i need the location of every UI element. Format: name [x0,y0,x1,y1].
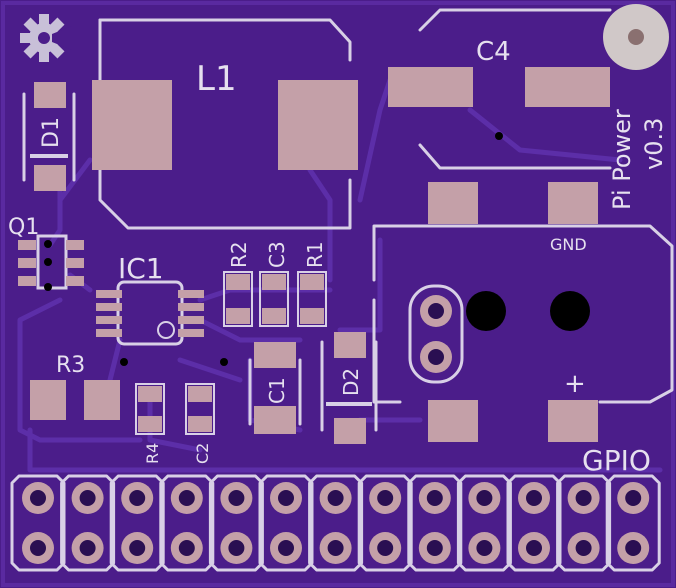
gpio-pin-hole [426,540,443,556]
gpio-pin-hole [129,490,146,506]
ic1-label: IC1 [118,252,164,285]
drill-hole [466,291,506,331]
d1-pad-bottom [34,165,66,191]
r3-pad-right [84,380,120,420]
drill-hole [550,291,590,331]
gpio-pin-hole [79,540,96,556]
c4-label: C4 [476,37,511,67]
gpio-pin-hole [625,540,642,556]
capacitor-c2: C2 [185,383,215,464]
power-connector: GND + [372,182,674,442]
c2-label: C2 [193,443,212,464]
gear-icon [20,14,72,62]
c3-label: C3 [265,241,289,268]
gpio-pin-hole [129,540,146,556]
capacitor-c3: C3 [259,241,289,327]
gpio-pin-hole [377,490,394,506]
capacitor-c1: C1 [248,342,302,434]
gnd-pad-left [428,182,478,224]
diode-d2: D2 [320,332,378,444]
r1-label: R1 [303,241,327,268]
gpio-pin-hole [327,540,344,556]
r4-label: R4 [143,443,162,464]
q1-label: Q1 [8,215,39,240]
resistor-r1: R1 [297,241,327,327]
gpio-outline [10,474,661,572]
gpio-pin-hole [476,490,493,506]
r3-pad-left [30,380,66,420]
gpio-pin-hole [575,490,592,506]
gpio-pin-hole [575,540,592,556]
plus-pad-right [548,400,598,442]
c1-label: C1 [265,377,289,404]
gpio-pin-hole [526,540,542,556]
gpio-pin-hole [476,540,493,556]
resistor-r3: R3 [30,353,120,420]
resistor-r4: R4 [135,383,165,464]
title-line2: v0.3 [640,118,668,170]
transistor-q1: Q1 [8,215,84,291]
gpio-pin-hole [228,540,245,556]
gpio-label: GPIO [582,444,651,477]
l1-label: L1 [196,59,237,99]
gpio-pin-hole [278,540,294,556]
gpio-header [10,474,661,572]
plus-label: + [564,369,586,399]
resistor-r2: R2 [223,241,253,327]
c1-pad-top [254,342,296,368]
gpio-pin-hole [526,490,542,506]
gpio-pin-hole [228,490,245,506]
gnd-pad-right [548,182,598,224]
d1-label: D1 [39,117,64,148]
gpio-pin-hole [178,540,195,556]
mounting-hole [603,4,669,70]
chip-ic1: IC1 [96,252,228,366]
l1-pad-left [92,80,172,170]
gnd-label: GND [550,235,587,254]
gpio-pin-hole [278,490,294,506]
d2-label: D2 [339,368,363,396]
r2-label: R2 [227,241,251,268]
diode-d1: D1 [22,82,76,191]
gpio-pin-hole [625,490,642,506]
gpio-pin-hole [79,490,96,506]
l1-pad-right [278,80,358,170]
d1-pad-top [34,82,66,108]
title-line1: Pi Power [608,109,636,210]
board-title: Pi Power v0.3 [608,109,668,210]
gpio-pin-hole [426,490,443,506]
plus-pad-left [428,400,478,442]
gpio-pin-hole [30,490,46,506]
inductor-l1: L1 [92,18,358,230]
gpio-pin-hole [30,540,46,556]
gpio-pin-hole [377,540,394,556]
c4-pad-right [525,67,610,107]
r3-label: R3 [56,353,85,378]
c1-pad-bottom [254,406,296,434]
d2-pad-top [334,332,366,358]
d2-pad-bottom [334,418,366,444]
capacitor-c4: C4 [388,8,612,170]
c4-pad-left [388,67,473,107]
gpio-pin-hole [178,490,195,506]
gpio-pin-hole [327,490,344,506]
